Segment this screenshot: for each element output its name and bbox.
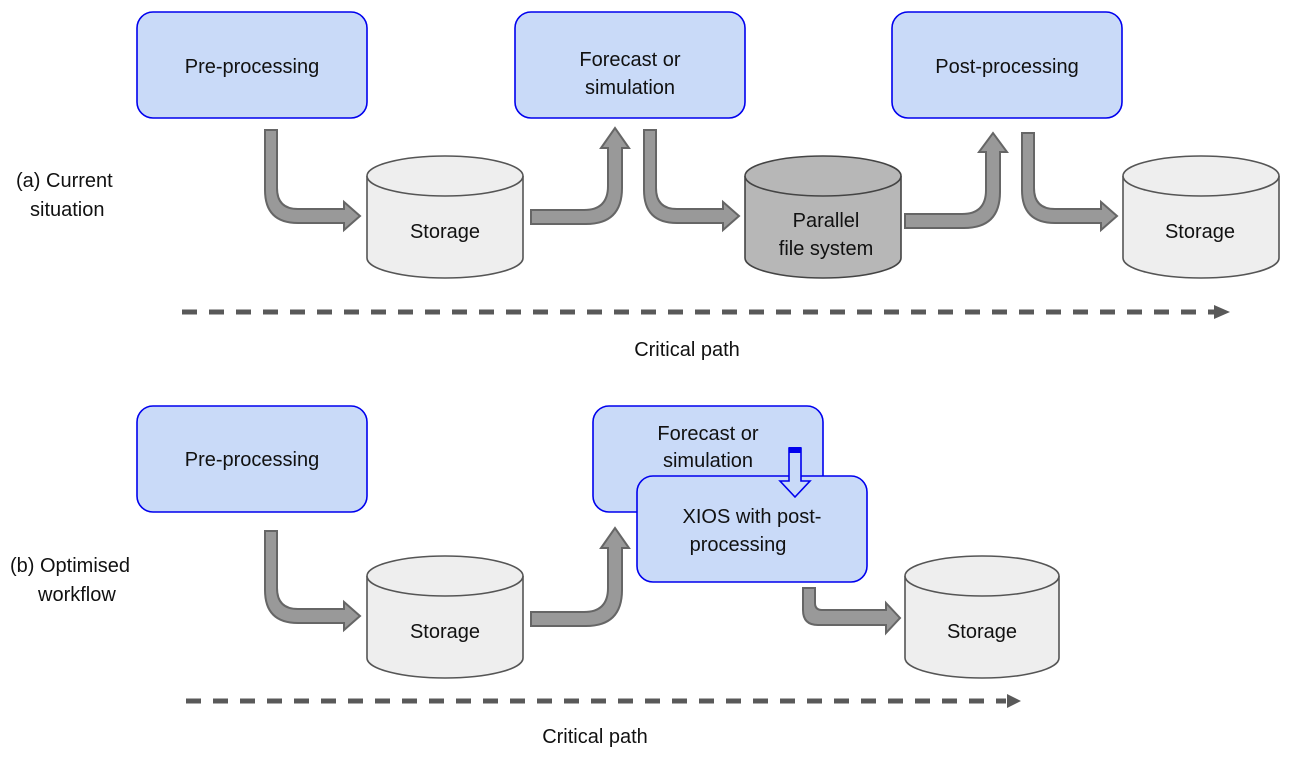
postprocessing-label: Post-processing (935, 56, 1078, 78)
arrow-cap (789, 447, 801, 453)
arrow-down-right-icon (264, 129, 362, 233)
forecast-label-line1: Forecast or (579, 49, 680, 71)
forecast-label-line1: Forecast or (657, 423, 758, 445)
forecast-label-line2: simulation (663, 450, 753, 472)
preprocessing-label: Pre-processing (185, 56, 320, 78)
cylinder-body (904, 576, 1060, 679)
preprocessing-box-shape (136, 405, 368, 513)
cylinder-body (366, 576, 524, 679)
forecast-label-line2: simulation (585, 77, 675, 99)
critical-path-label: Critical path (542, 726, 648, 748)
cylinder-body (366, 176, 524, 279)
preprocessing-box-shape (136, 11, 368, 119)
preprocessing-box: Pre-processing (136, 405, 368, 513)
section-b-label-line2: workflow (37, 584, 116, 606)
storage-cylinder-b1: Storage (366, 555, 524, 679)
xios-box-shape (636, 475, 868, 583)
arrow-down-icon (778, 447, 812, 499)
xios-label-line2: processing (690, 534, 787, 556)
cylinder-top (744, 155, 902, 197)
hollow-down-arrow (778, 447, 812, 499)
critical-path-label: Critical path (634, 339, 740, 361)
storage-cylinder-a2: Storage (1122, 155, 1280, 279)
preprocessing-label: Pre-processing (185, 449, 320, 471)
parallel-fs-cylinder: Parallel file system (744, 155, 902, 279)
arrow-right-up-icon (904, 131, 1009, 229)
cylinder-top (366, 555, 524, 597)
storage-label: Storage (947, 621, 1017, 643)
section-a-label-line1: (a) Current (16, 170, 113, 192)
critical-path-arrowhead-icon (1214, 305, 1230, 319)
parallel-fs-label-line1: Parallel (793, 210, 860, 232)
xios-box: XIOS with post- processing (636, 475, 868, 583)
forecast-box-shape (514, 11, 746, 119)
storage-cylinder-b2: Storage (904, 555, 1060, 679)
arrow-right-up-icon (530, 526, 631, 627)
storage-label: Storage (1165, 221, 1235, 243)
cylinder-top (1122, 155, 1280, 197)
arrow-down-right-icon (1021, 132, 1119, 233)
section-a: (a) Current situation Pre-processing For… (16, 11, 1280, 361)
arrow-down-right-icon (643, 129, 741, 233)
parallel-fs-label-line2: file system (779, 238, 873, 260)
xios-label-line1: XIOS with post- (683, 506, 822, 528)
storage-label: Storage (410, 221, 480, 243)
cylinder-top (366, 155, 524, 197)
storage-cylinder-a1: Storage (366, 155, 524, 279)
cylinder-top (904, 555, 1060, 597)
section-b: (b) Optimised workflow Pre-processing Fo… (10, 405, 1060, 748)
critical-path-arrowhead-icon (1007, 694, 1021, 708)
section-b-label-line1: (b) Optimised (10, 555, 130, 577)
cylinder-body (1122, 176, 1280, 279)
postprocessing-box: Post-processing (891, 11, 1123, 119)
preprocessing-box: Pre-processing (136, 11, 368, 119)
storage-label: Storage (410, 621, 480, 643)
postprocessing-box-shape (891, 11, 1123, 119)
forecast-box: Forecast or simulation (514, 11, 746, 119)
arrow-down-right-icon (802, 587, 902, 636)
cylinder-body (744, 176, 902, 279)
arrow-right-up-icon (530, 126, 631, 225)
section-a-label-line2: situation (30, 199, 105, 221)
arrow-down-right-icon (264, 530, 362, 633)
